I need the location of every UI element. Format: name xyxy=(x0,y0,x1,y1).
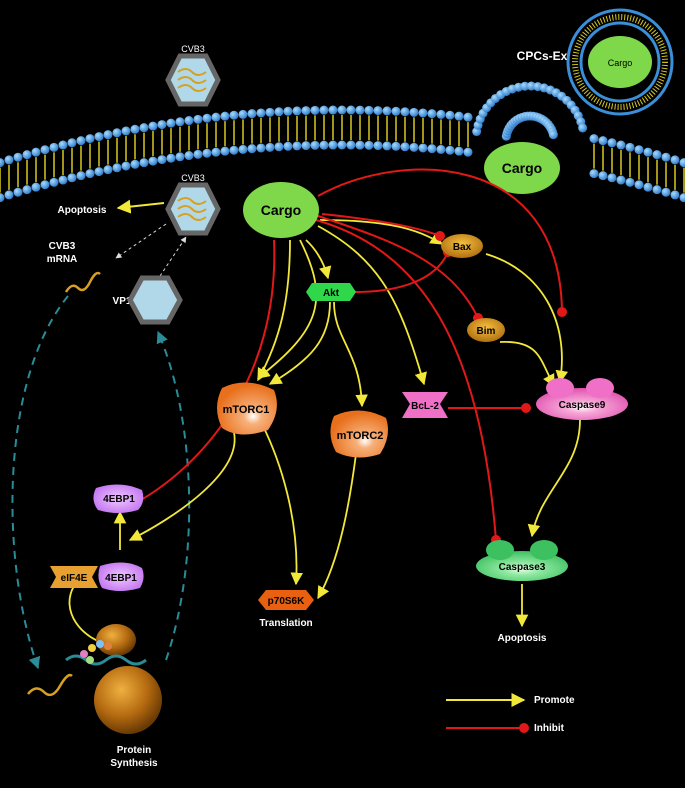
translation-label: Translation xyxy=(259,618,312,629)
mrna-strand-icon xyxy=(27,673,73,697)
4ebp1-node xyxy=(93,484,144,513)
bax-node xyxy=(441,234,483,258)
p70s6k-node xyxy=(258,590,314,610)
bcl2-node xyxy=(402,392,448,418)
dashed-arrow xyxy=(159,236,187,277)
dashed-cycle-arrow xyxy=(11,295,69,670)
bim-node xyxy=(467,318,505,342)
cvb3-mrna-label-2: mRNA xyxy=(47,254,78,265)
eif4e-node xyxy=(50,566,98,588)
promote-edges xyxy=(68,219,581,651)
cpcs-ex-label: CPCs-Ex xyxy=(517,49,568,63)
inhibit-edges xyxy=(125,168,567,545)
p70s6k-label: p70S6K xyxy=(268,596,305,607)
legend-promote-label: Promote xyxy=(534,695,575,706)
apoptosis-right-label: Apoptosis xyxy=(498,633,547,644)
akt-node xyxy=(306,283,356,301)
mrna-strand-icon xyxy=(64,271,101,293)
apoptosis-left-label: Apoptosis xyxy=(58,205,107,216)
hexagon-virus-icon xyxy=(165,182,221,236)
cargo-membrane-node xyxy=(484,142,560,194)
bax-label: Bax xyxy=(453,242,472,253)
4ebp1-bound-label: 4EBP1 xyxy=(105,573,137,584)
bim-label: Bim xyxy=(477,326,496,337)
exosome-vesicle xyxy=(566,8,674,116)
eif4e-label: eIF4E xyxy=(61,573,88,584)
caspase9-node xyxy=(536,378,628,420)
vp1-label: VP1 xyxy=(113,296,132,307)
vesicle-cargo-label: Cargo xyxy=(608,58,633,68)
cell-membrane xyxy=(0,81,685,203)
hexagon-capsid-icon xyxy=(127,275,183,325)
mtorc2-node xyxy=(330,410,388,458)
caspase9-label: Caspase9 xyxy=(559,400,606,411)
bcl2-label: BcL-2 xyxy=(411,401,439,412)
hexagon-virus-icon xyxy=(165,53,221,107)
dashed-arrow xyxy=(115,223,167,259)
legend: Promote Inhibit xyxy=(446,693,575,734)
4ebp1-top-label: 4EBP1 xyxy=(103,494,135,505)
cvb3-mrna-label-1: CVB3 xyxy=(49,241,76,252)
4ebp1-bound-node xyxy=(98,562,144,591)
cargo-node xyxy=(243,182,319,238)
mtorc1-node xyxy=(217,382,277,435)
caspase3-label: Caspase3 xyxy=(499,562,546,573)
cvb3-mid-label: CVB3 xyxy=(181,173,205,183)
mtorc2-label: mTORC2 xyxy=(337,430,384,442)
promote-arrow xyxy=(116,199,165,214)
cargo-label: Cargo xyxy=(261,202,301,218)
dashed-cycle-arrow xyxy=(156,330,191,661)
caspase3-node xyxy=(476,540,568,581)
protein-synthesis-label-1: Protein xyxy=(117,745,151,756)
mtorc1-label: mTORC1 xyxy=(223,404,270,416)
akt-label: Akt xyxy=(323,288,340,299)
ribosome-icon xyxy=(65,624,162,734)
protein-synthesis-label-2: Synthesis xyxy=(110,758,158,769)
cvb3-top-label: CVB3 xyxy=(181,44,205,54)
legend-inhibit-label: Inhibit xyxy=(534,723,565,734)
cargo-membrane-label: Cargo xyxy=(502,160,542,176)
